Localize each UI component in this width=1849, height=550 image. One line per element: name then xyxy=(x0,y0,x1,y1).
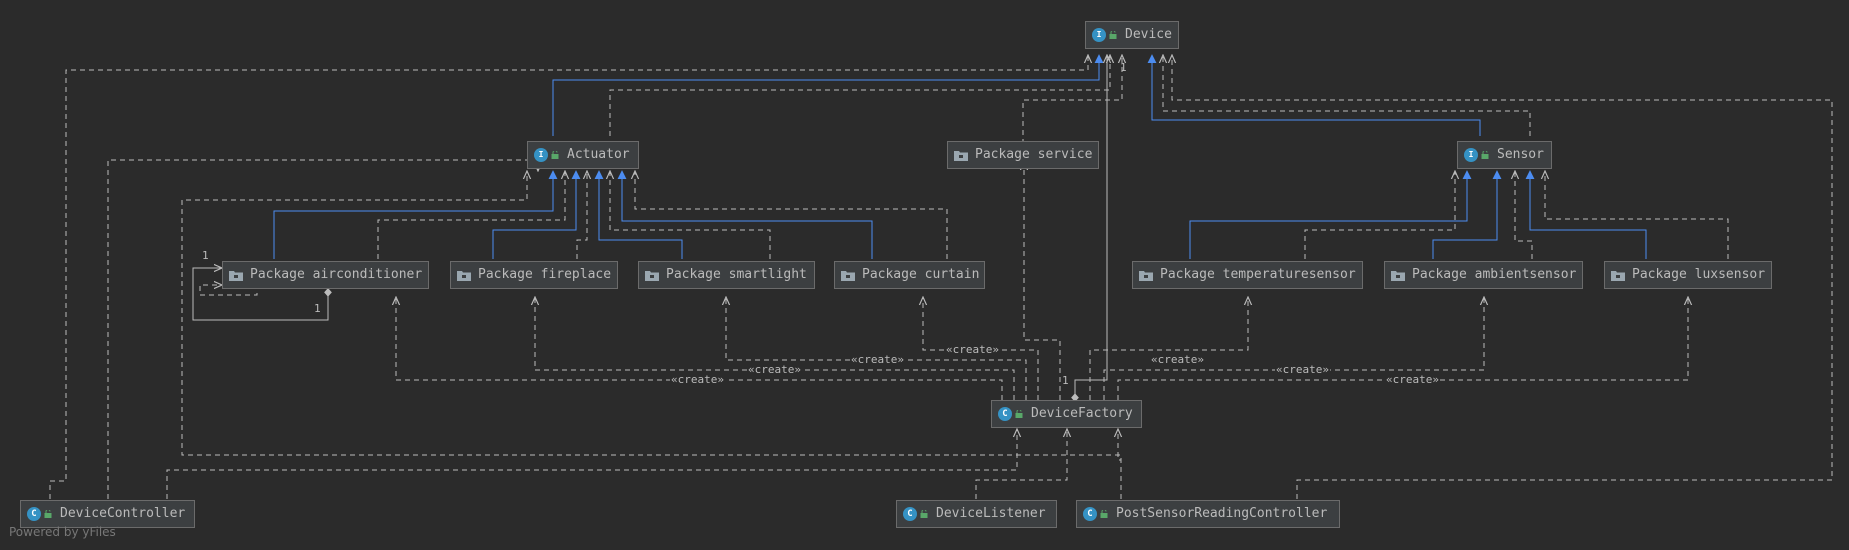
device-node[interactable]: I Device xyxy=(1085,21,1179,49)
create-label-airconditioner: «create» xyxy=(670,373,725,386)
devicecontroller-node[interactable]: C DeviceController xyxy=(20,500,195,528)
package-temperaturesensor-node[interactable]: Package temperaturesensor xyxy=(1132,261,1363,289)
package-service-node[interactable]: Package service xyxy=(947,141,1099,169)
edge-aircon-actuator xyxy=(273,170,558,259)
actuator-node[interactable]: I Actuator xyxy=(527,141,639,169)
postsensorreadingcontroller-label: PostSensorReadingController xyxy=(1116,506,1328,521)
public-lock-icon xyxy=(1015,410,1023,418)
edge-curtain-actuator xyxy=(617,170,873,259)
public-lock-icon xyxy=(1481,151,1489,159)
package-folder-icon xyxy=(1391,270,1405,281)
devicecontroller-label: DeviceController xyxy=(60,506,186,521)
package-luxsensor-node[interactable]: Package luxsensor xyxy=(1604,261,1772,289)
interface-icon: I xyxy=(534,148,548,162)
create-label-ambientsensor: «create» xyxy=(1275,363,1330,376)
interface-icon: I xyxy=(1092,28,1106,42)
postsensorreadingcontroller-node[interactable]: C PostSensorReadingController xyxy=(1076,500,1340,528)
devicefactory-label: DeviceFactory xyxy=(1031,406,1133,421)
package-fireplace-node[interactable]: Package fireplace xyxy=(450,261,618,289)
package-airconditioner-node[interactable]: Package airconditioner xyxy=(222,261,429,289)
package-temperaturesensor-label: Package temperaturesensor xyxy=(1160,267,1356,282)
class-icon: C xyxy=(903,507,917,521)
package-fireplace-label: Package fireplace xyxy=(478,267,612,282)
create-label-fireplace: «create» xyxy=(747,363,802,376)
package-smartlight-node[interactable]: Package smartlight xyxy=(638,261,815,289)
package-airconditioner-label: Package airconditioner xyxy=(250,267,423,282)
multiplicity-aircon-self-bottom: 1 xyxy=(314,302,321,315)
class-icon: C xyxy=(998,407,1012,421)
package-curtain-node[interactable]: Package curtain xyxy=(834,261,985,289)
edge-actuator-device xyxy=(552,54,1104,136)
class-icon: C xyxy=(1083,507,1097,521)
public-lock-icon xyxy=(1109,31,1117,39)
association-edges xyxy=(192,55,1107,402)
package-folder-icon xyxy=(457,270,471,281)
package-folder-icon xyxy=(645,270,659,281)
sensor-node[interactable]: I Sensor xyxy=(1457,141,1552,169)
package-folder-icon xyxy=(1139,270,1153,281)
package-folder-icon xyxy=(841,270,855,281)
devicelistener-node[interactable]: C DeviceListener xyxy=(896,500,1057,528)
devicefactory-node[interactable]: C DeviceFactory xyxy=(991,400,1142,428)
public-lock-icon xyxy=(920,510,928,518)
edge-ambientsensor-sensor xyxy=(1432,170,1502,259)
powered-by-footer: Powered by yFiles xyxy=(9,525,116,539)
public-lock-icon xyxy=(44,510,52,518)
sensor-label: Sensor xyxy=(1497,147,1544,162)
edge-luxsensor-sensor xyxy=(1525,170,1647,259)
edge-fireplace-actuator xyxy=(492,170,581,259)
package-folder-icon xyxy=(954,150,968,161)
public-lock-icon xyxy=(551,151,559,159)
devicelistener-label: DeviceListener xyxy=(936,506,1046,521)
edge-tempsensor-sensor xyxy=(1189,170,1472,259)
package-service-label: Package service xyxy=(975,147,1093,162)
package-curtain-label: Package curtain xyxy=(862,267,980,282)
create-label-temperaturesensor: «create» xyxy=(1150,353,1205,366)
create-label-curtain: «create» xyxy=(945,343,1000,356)
create-label-luxsensor: «create» xyxy=(1385,373,1440,386)
multiplicity-device-end: 1 xyxy=(1120,61,1127,74)
interface-icon: I xyxy=(1464,148,1478,162)
actuator-label: Actuator xyxy=(567,147,630,162)
public-lock-icon xyxy=(1100,510,1108,518)
package-luxsensor-label: Package luxsensor xyxy=(1632,267,1766,282)
edge-smartlight-actuator xyxy=(594,170,683,259)
edge-aircon-self xyxy=(192,268,328,321)
package-ambientsensor-label: Package ambientsensor xyxy=(1412,267,1577,282)
create-label-smartlight: «create» xyxy=(850,353,905,366)
package-ambientsensor-node[interactable]: Package ambientsensor xyxy=(1384,261,1583,289)
package-folder-icon xyxy=(229,270,243,281)
class-icon: C xyxy=(27,507,41,521)
multiplicity-aircon-self-top: 1 xyxy=(202,249,209,262)
package-smartlight-label: Package smartlight xyxy=(666,267,807,282)
package-folder-icon xyxy=(1611,270,1625,281)
edge-factory-device xyxy=(1075,55,1107,402)
device-label: Device xyxy=(1125,27,1172,42)
edge-sensor-device xyxy=(1147,54,1481,136)
dependency-edges xyxy=(49,55,1833,499)
multiplicity-factory-end: 1 xyxy=(1062,374,1069,387)
